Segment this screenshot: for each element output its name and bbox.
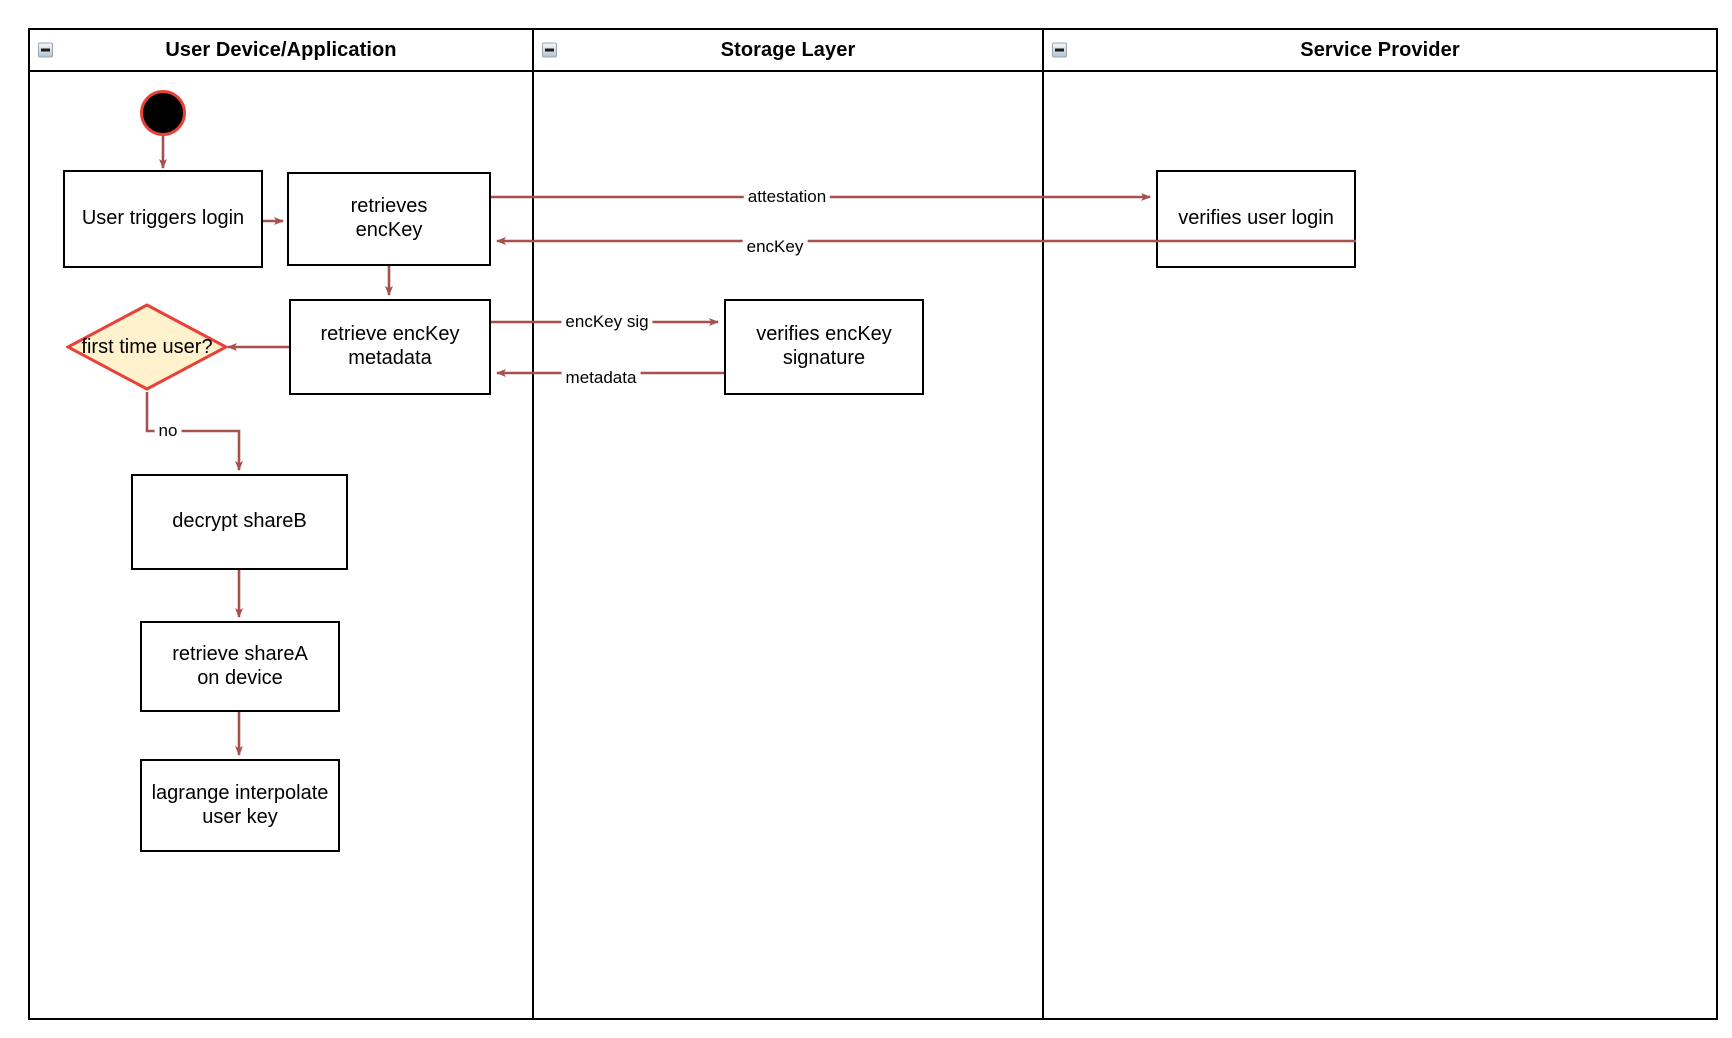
collapse-minus-icon[interactable] xyxy=(542,42,557,58)
initial-node[interactable] xyxy=(140,90,186,136)
collapse-minus-icon[interactable] xyxy=(1052,42,1067,58)
activity-decrypt-shareb[interactable]: decrypt shareB xyxy=(131,474,348,570)
activity-label: decrypt shareB xyxy=(172,510,307,533)
swimlane-user-device: User Device/Application xyxy=(30,30,532,1018)
activity-label-line2: metadata xyxy=(348,347,432,369)
activity-label: verifies user login xyxy=(1178,207,1334,230)
activity-label-line1: verifies encKey xyxy=(756,323,892,346)
edge-label-attestation: attestation xyxy=(743,187,831,207)
activity-retrieve-enckey-metadata[interactable]: retrieve encKey metadata xyxy=(289,299,491,395)
collapse-minus-icon[interactable] xyxy=(38,42,53,58)
decision-first-time-user[interactable]: first time user? xyxy=(66,303,228,391)
swimlane-title-user-device: User Device/Application xyxy=(165,38,397,61)
activity-label-line1: retrieve shareA xyxy=(172,642,308,665)
activity-user-triggers-login[interactable]: User triggers login xyxy=(63,170,263,268)
activity-label-line2: on device xyxy=(197,666,283,689)
activity-label-line1: retrieve encKey xyxy=(320,323,460,346)
activity-verifies-user-login[interactable]: verifies user login xyxy=(1156,170,1356,268)
activity-label-line2: signature xyxy=(782,347,866,369)
swimlane-title-storage-layer: Storage Layer xyxy=(720,38,856,61)
swimlane-storage-layer: Storage Layer xyxy=(532,30,1042,1018)
diamond-shape xyxy=(66,303,228,391)
activity-retrieves-enckey[interactable]: retrieves encKey xyxy=(287,172,491,266)
activity-label: User triggers login xyxy=(81,207,245,230)
edge-label-enckey: encKey xyxy=(742,237,808,257)
edge-label-no: no xyxy=(154,421,182,441)
swimlane-header-service-provider: Service Provider xyxy=(1044,30,1716,72)
swimlane-header-storage-layer: Storage Layer xyxy=(534,30,1042,72)
edge-label-enckey-sig: encKey sig xyxy=(561,312,653,332)
activity-label-line2: user key xyxy=(202,805,278,828)
activity-retrieve-sharea-on-device[interactable]: retrieve shareA on device xyxy=(140,621,340,712)
activity-verifies-enckey-signature[interactable]: verifies encKey signature xyxy=(724,299,924,395)
swimlane-title-service-provider: Service Provider xyxy=(1300,38,1460,61)
activity-label-line1: retrieves xyxy=(350,195,428,218)
edge-label-metadata: metadata xyxy=(561,368,641,388)
activity-label-line2: encKey xyxy=(355,219,423,241)
activity-lagrange-interpolate-user-key[interactable]: lagrange interpolate user key xyxy=(140,759,340,852)
activity-label-line1: lagrange interpolate xyxy=(151,781,329,804)
swimlane-header-user-device: User Device/Application xyxy=(30,30,532,72)
swimlane-service-provider: Service Provider xyxy=(1042,30,1716,1018)
